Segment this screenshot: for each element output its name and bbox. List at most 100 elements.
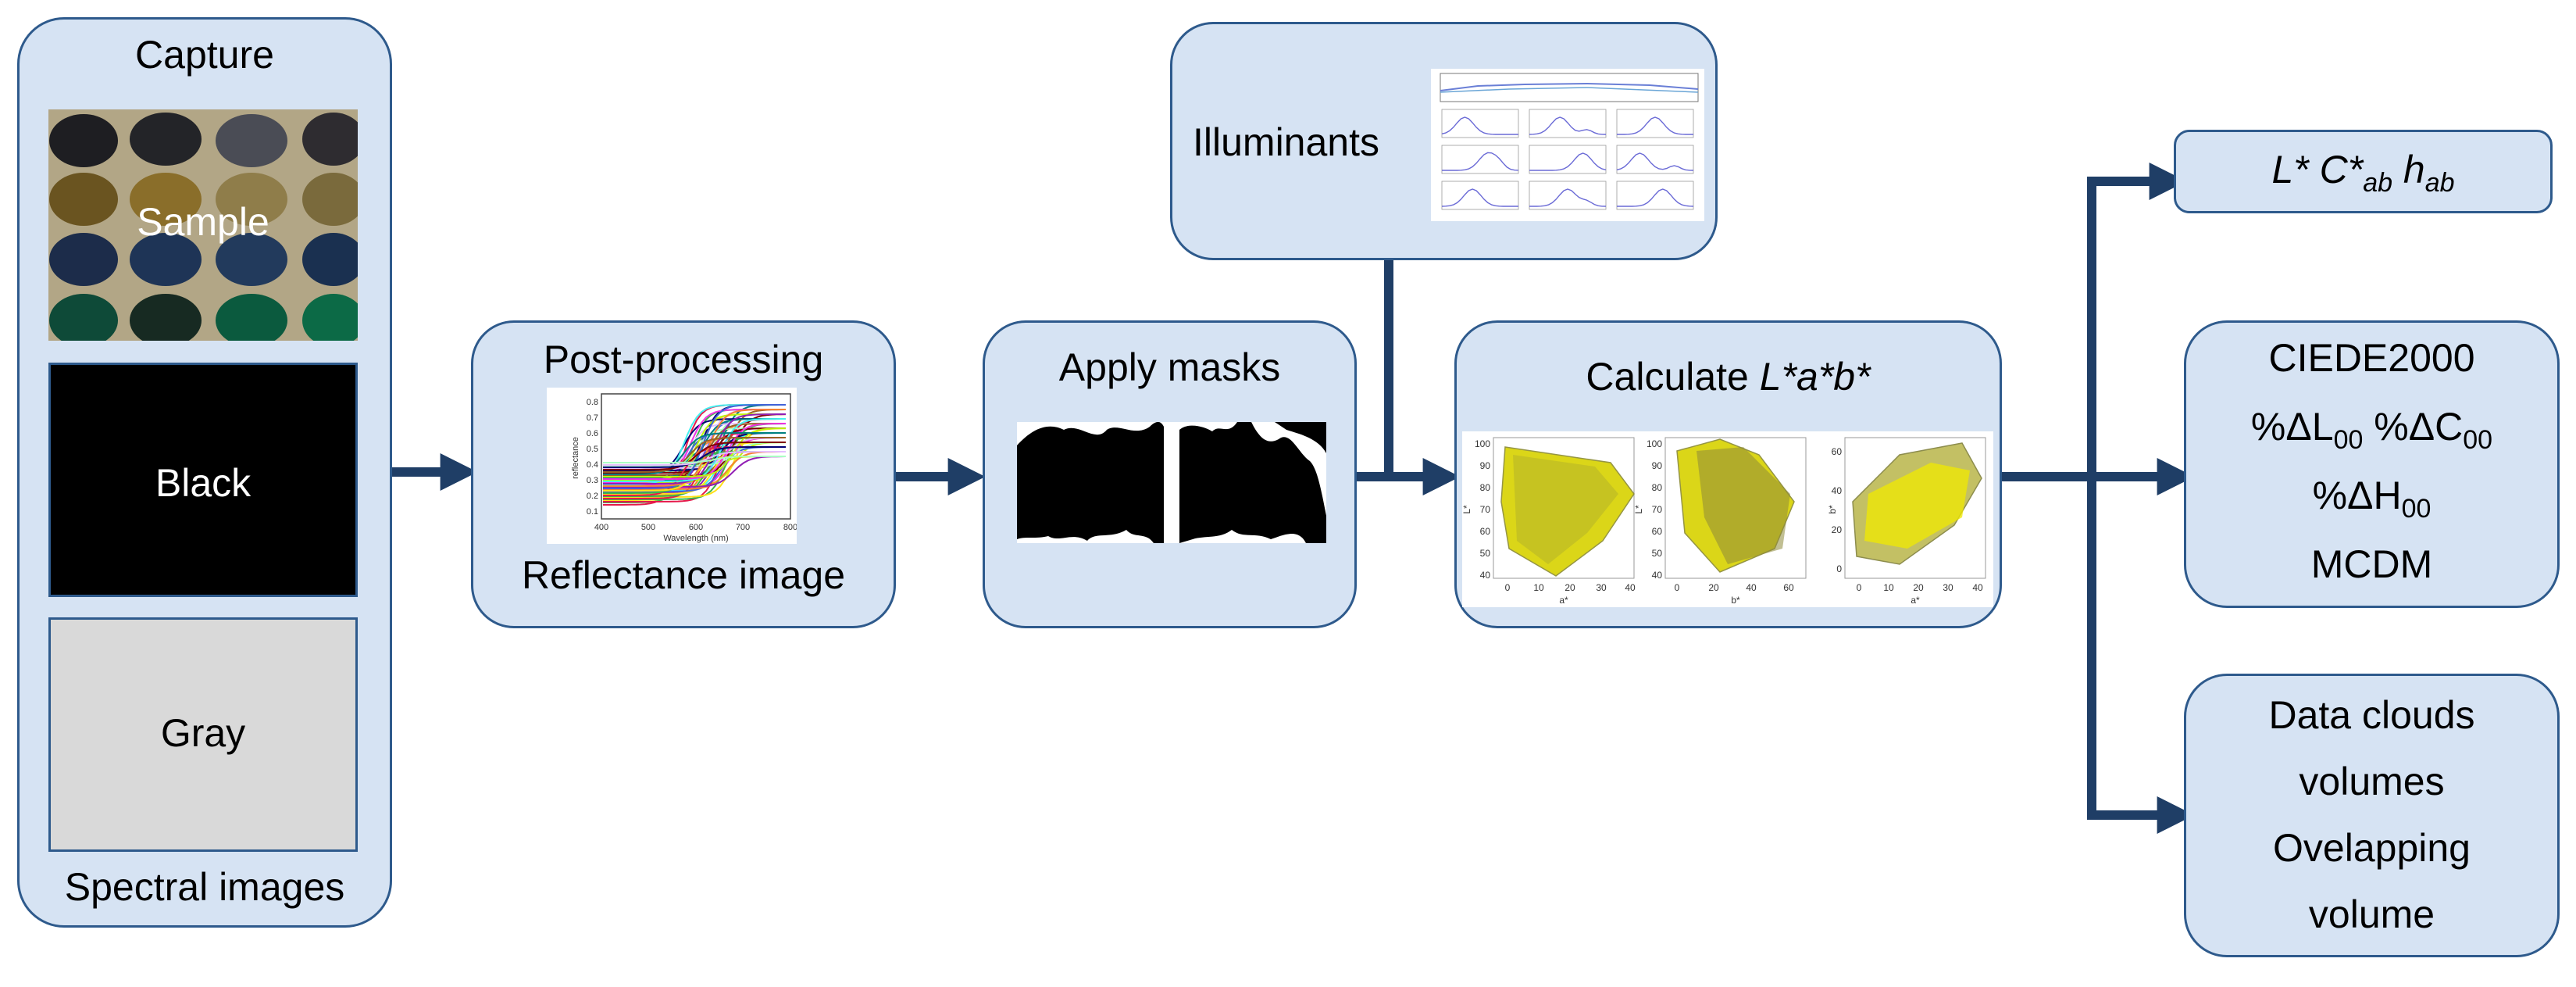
clouds-line4: volume bbox=[2308, 892, 2435, 936]
lab-title: Calculate L*a*b* bbox=[1454, 353, 2002, 400]
lab2-xtick-1: 20 bbox=[1708, 582, 1719, 593]
illuminant-subplot-frame bbox=[1616, 145, 1694, 174]
lab1-ytick-1: 90 bbox=[1480, 460, 1491, 471]
refl-ytick-0.5: 0.5 bbox=[587, 445, 598, 454]
ciede-line2: %ΔL00 %ΔC00 bbox=[2184, 403, 2560, 456]
lab3-ytick-1: 40 bbox=[1832, 485, 1843, 496]
lab2-xtick-3: 60 bbox=[1783, 582, 1794, 593]
lab1-ytick-2: 80 bbox=[1480, 482, 1491, 493]
lch-L: L* bbox=[2271, 148, 2309, 191]
black-label: Black bbox=[155, 461, 252, 505]
lab3-xlabel: a* bbox=[1911, 595, 1920, 606]
lch-C-sub: ab bbox=[2363, 168, 2393, 198]
reflectance-plot: 400 500 600 700 800 Wavelength (nm) 0.8 … bbox=[547, 388, 797, 544]
reflectance-curve bbox=[603, 442, 786, 470]
illuminant-spd-curve bbox=[1616, 152, 1694, 171]
illuminants-title: Illuminants bbox=[1193, 120, 1379, 164]
ciede-box bbox=[2184, 320, 2560, 608]
refl-ytick-0.1: 0.1 bbox=[587, 507, 598, 517]
lab1-xtick-3: 30 bbox=[1596, 582, 1607, 593]
sample-label: Sample bbox=[137, 200, 269, 244]
lch-box bbox=[2174, 130, 2553, 213]
ciede-dC: %ΔC bbox=[2374, 405, 2464, 449]
illuminant-spd-curve bbox=[1441, 188, 1518, 207]
lab2-ytick-5: 50 bbox=[1652, 548, 1663, 559]
lab1-ytick-4: 60 bbox=[1480, 526, 1491, 537]
illuminant-subplot-frame bbox=[1616, 109, 1694, 138]
illuminant-spd-curve bbox=[1529, 188, 1607, 207]
ciede-line1: CIEDE2000 bbox=[2268, 336, 2475, 380]
illuminant-spd-curve bbox=[1529, 116, 1607, 135]
lab2-ytick-6: 40 bbox=[1652, 570, 1663, 581]
reflectance-curve bbox=[603, 409, 786, 487]
lab3-xtick-3: 30 bbox=[1943, 582, 1953, 593]
reflectance-curve bbox=[603, 432, 786, 475]
ciede-dH-sub: 00 bbox=[2401, 494, 2432, 524]
ciede-dH: %ΔH bbox=[2312, 474, 2402, 517]
illuminant-spd-curve bbox=[1617, 116, 1693, 135]
clouds-line3: Ovelapping bbox=[2273, 826, 2471, 870]
refl-xtick-500: 500 bbox=[641, 523, 655, 532]
refl-ytick-0.4: 0.4 bbox=[587, 460, 598, 470]
lab1-ytick-0: 100 bbox=[1475, 438, 1490, 449]
lab1-xlabel: a* bbox=[1559, 595, 1568, 606]
gray-label: Gray bbox=[160, 711, 246, 755]
lab1-xtick-0: 0 bbox=[1505, 582, 1511, 593]
lab3-ytick-2: 20 bbox=[1832, 524, 1843, 535]
refl-ytick-0.3: 0.3 bbox=[587, 476, 598, 485]
capture-title: Capture bbox=[135, 33, 274, 77]
refl-xlabel: Wavelength (nm) bbox=[663, 534, 728, 543]
refl-ytick-0.8: 0.8 bbox=[587, 398, 598, 407]
refl-xtick-700: 700 bbox=[736, 523, 750, 532]
lab3-ylabel: b* bbox=[1827, 505, 1838, 514]
ciede-line3: %ΔH00 bbox=[2184, 472, 2560, 525]
reflectance-curve bbox=[603, 404, 786, 489]
illuminant-spd-curve bbox=[1617, 188, 1694, 207]
lab1-xtick-1: 10 bbox=[1533, 582, 1544, 593]
lab2-ylabel: L* bbox=[1633, 505, 1644, 514]
illuminant-subplot-frame bbox=[1529, 181, 1607, 210]
lab2-xlabel: b* bbox=[1731, 595, 1740, 606]
lab1-ytick-3: 70 bbox=[1480, 504, 1491, 515]
illuminant-spd-curve bbox=[1442, 152, 1519, 171]
refl-ytick-0.6: 0.6 bbox=[587, 429, 598, 438]
reflectance-curve bbox=[603, 451, 786, 466]
ciede-dL: %ΔL bbox=[2250, 405, 2334, 449]
lab2-xtick-0: 0 bbox=[1675, 582, 1680, 593]
lab3-ytick-0: 60 bbox=[1832, 446, 1843, 457]
lab1-ylabel: L* bbox=[1462, 505, 1472, 514]
clouds-line1: Data clouds bbox=[2268, 693, 2475, 737]
illuminant-subplot-frame bbox=[1441, 109, 1519, 138]
refl-ylabel: reflectance bbox=[571, 437, 580, 479]
lab2-ytick-3: 70 bbox=[1652, 504, 1663, 515]
postprocessing-footer: Reflectance image bbox=[521, 553, 846, 597]
masks-title: Apply masks bbox=[1058, 345, 1281, 389]
lab3-xtick-4: 40 bbox=[1972, 582, 1983, 593]
reflectance-curve bbox=[603, 437, 786, 473]
lab-title-prefix: Calculate bbox=[1586, 355, 1760, 399]
lch-C: C* bbox=[2319, 148, 2364, 191]
lab3-xtick-0: 0 bbox=[1857, 582, 1862, 593]
gray-reference-image bbox=[48, 617, 358, 852]
lch-h-sub: ab bbox=[2424, 168, 2455, 198]
refl-ytick-0.7: 0.7 bbox=[587, 413, 598, 423]
clouds-box bbox=[2184, 674, 2560, 957]
illuminant-subplot-frame bbox=[1529, 145, 1607, 174]
lab-plots: 0 10 20 30 40 a* 100 90 80 70 60 50 40 L… bbox=[1462, 431, 1993, 607]
lab3-xtick-2: 20 bbox=[1913, 582, 1924, 593]
ciede-dC-sub: 00 bbox=[2463, 425, 2493, 455]
lab2-xtick-2: 40 bbox=[1746, 582, 1757, 593]
refl-xtick-600: 600 bbox=[689, 523, 703, 532]
lab2-ytick-0: 100 bbox=[1647, 438, 1662, 449]
capture-footer: Spectral images bbox=[64, 865, 345, 909]
postprocessing-title: Post-processing bbox=[543, 338, 824, 381]
lab1-ytick-5: 50 bbox=[1480, 548, 1491, 559]
black-reference-image bbox=[48, 363, 358, 597]
reflectance-curve bbox=[603, 423, 787, 480]
lab-title-math: L*a*b* bbox=[1759, 355, 1871, 399]
lab3-ytick-3: 0 bbox=[1836, 563, 1842, 574]
ciede-line4: MCDM bbox=[2310, 542, 2433, 586]
lab2-ytick-2: 80 bbox=[1652, 482, 1663, 493]
sample-image bbox=[48, 109, 358, 341]
